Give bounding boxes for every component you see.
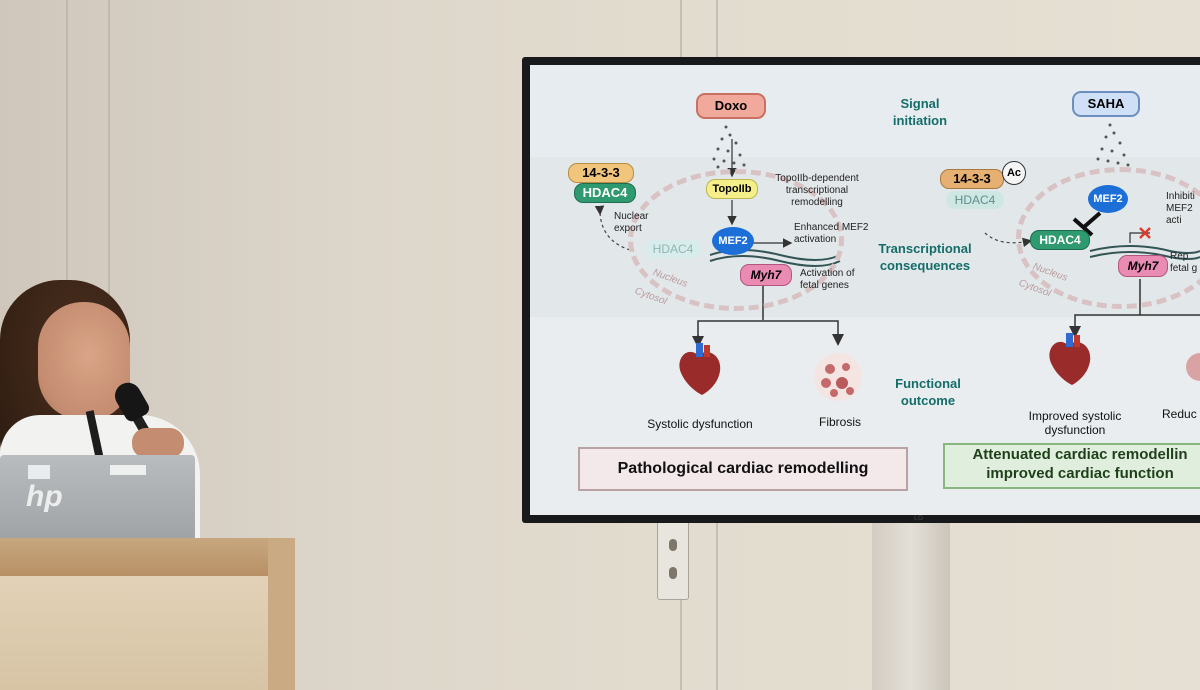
laptop-logo-icon: hp <box>26 480 63 513</box>
nucleus-outline <box>628 169 844 311</box>
podium-side <box>268 538 295 690</box>
hdac4-nuclear-right: HDAC4 <box>1030 230 1090 250</box>
nuclear-export-label: Nuclear export <box>614 211 649 234</box>
presenter-hand <box>132 428 184 458</box>
slide-screen: Doxo 14-3-3 HDAC4 Nuclear export HDAC4 T… <box>530 65 1200 515</box>
doxo-pill: Doxo <box>696 93 766 119</box>
functional-outcome-title: Functional outcome <box>895 376 961 408</box>
tv-brand-logo: LG <box>914 515 924 522</box>
hdac4-cytosol-right: HDAC4 <box>946 191 1004 209</box>
topo-label: TopoIIb-dependent transcriptional remode… <box>775 173 859 208</box>
saha-pill: SAHA <box>1072 91 1140 117</box>
complex-14-3-3: 14-3-3 <box>568 163 634 183</box>
mef2-inhibition-label: Inhibiti MEF2 acti <box>1166 191 1195 226</box>
fetal-gene-repression-label: Rep fetal g <box>1170 251 1198 274</box>
complex-14-3-3-right: 14-3-3 <box>940 169 1004 189</box>
tv-stand-pillar <box>872 510 950 690</box>
signal-initiation-title: Signal initiation <box>892 96 948 128</box>
improved-systolic-label: Improved systolic dysfunction <box>1028 409 1122 437</box>
hdac4-cytosol: HDAC4 <box>574 183 636 203</box>
reduced-fibrosis-label: Reduc <box>1162 407 1197 421</box>
laptop-sticker <box>110 465 146 475</box>
arrow-icon <box>697 320 844 350</box>
fibrosis-icon <box>1186 353 1200 381</box>
mef2-pill-right: MEF2 <box>1088 185 1128 213</box>
myh7-pill-right: Myh7 <box>1118 255 1168 277</box>
laptop-sticker <box>28 465 50 479</box>
wall-socket <box>657 520 689 600</box>
attenuated-remodelling-box: Attenuated cardiac remodellin improved c… <box>943 443 1200 489</box>
fibrosis-icon <box>814 353 862 401</box>
mef2-pill: MEF2 <box>712 227 754 255</box>
drug-particles-left <box>712 125 746 169</box>
topo-pill: TopoIIb <box>706 179 758 199</box>
mef2-activation-label: Enhanced MEF2 activation <box>794 222 869 245</box>
heart-icon <box>679 343 721 395</box>
transcriptional-consequences-title: Transcriptional consequences <box>878 241 972 273</box>
presenter-face <box>38 302 130 420</box>
fetal-genes-label: Activation of fetal genes <box>800 268 855 291</box>
fibrosis-label: Fibrosis <box>818 415 861 429</box>
hdac4-nuclear: HDAC4 <box>644 240 702 258</box>
myh7-pill: Myh7 <box>740 264 792 286</box>
heart-icon <box>1049 333 1091 385</box>
acetyl-badge: Ac <box>1002 161 1026 185</box>
nucleus-outline <box>1016 167 1200 309</box>
laptop: hp <box>0 455 195 547</box>
systolic-dysfunction-label: Systolic dysfunction <box>647 417 753 431</box>
drug-particles-right <box>1096 123 1130 167</box>
pathological-remodelling-box: Pathological cardiac remodelling <box>578 447 908 491</box>
podium-top <box>0 538 295 576</box>
